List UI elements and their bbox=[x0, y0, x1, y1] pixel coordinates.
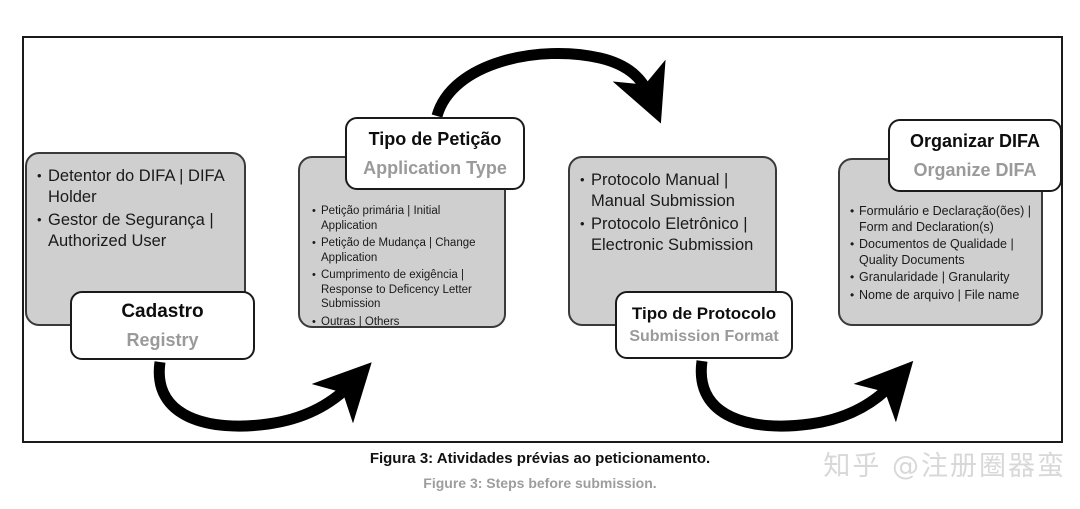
zhihu-watermark: 知乎 @注册圈器蛮 bbox=[823, 451, 1066, 482]
list-item: Formulário e Declaração(ões) | Form and … bbox=[850, 204, 1033, 235]
panel-registry-list: Detentor do DIFA | DIFA Holder Gestor de… bbox=[37, 165, 234, 252]
card-application-type-title-pt: Tipo de Petição bbox=[368, 128, 502, 149]
list-item: Cumprimento de exigência | Response to D… bbox=[312, 268, 494, 312]
card-organize-difa: Organizar DIFA Organize DIFA bbox=[888, 119, 1062, 192]
list-item: Documentos de Qualidade | Quality Docume… bbox=[850, 237, 1033, 268]
figure-caption-pt: Figura 3: Atividades prévias ao peticion… bbox=[369, 450, 711, 467]
list-item: Protocolo Eletrônico | Electronic Submis… bbox=[580, 213, 765, 256]
figure-caption-en: Figure 3: Steps before submission. bbox=[423, 475, 657, 491]
card-submission-format-title-pt: Tipo de Protocolo bbox=[631, 304, 777, 323]
card-submission-format-title-en: Submission Format bbox=[629, 328, 779, 345]
card-organize-difa-title-en: Organize DIFA bbox=[913, 159, 1037, 180]
card-registry-title-en: Registry bbox=[126, 329, 199, 350]
panel-application-type-list: Petição primária | Initial Application P… bbox=[312, 204, 494, 329]
card-registry-title-pt: Cadastro bbox=[121, 300, 204, 322]
card-registry: Cadastro Registry bbox=[70, 291, 255, 360]
list-item: Granularidade | Granularity bbox=[850, 270, 1033, 286]
list-item: Protocolo Manual | Manual Submission bbox=[580, 169, 765, 212]
list-item: Outras | Others bbox=[312, 315, 494, 330]
list-item: Detentor do DIFA | DIFA Holder bbox=[37, 165, 234, 208]
list-item: Petição de Mudança | Change Application bbox=[312, 236, 494, 265]
card-organize-difa-title-pt: Organizar DIFA bbox=[909, 130, 1041, 151]
list-item: Gestor de Segurança | Authorized User bbox=[37, 209, 234, 252]
list-item: Nome de arquivo | File name bbox=[850, 288, 1033, 304]
panel-organize-difa-list: Formulário e Declaração(ões) | Form and … bbox=[850, 204, 1033, 303]
card-application-type-title-en: Application Type bbox=[363, 157, 507, 178]
panel-submission-format-list: Protocolo Manual | Manual Submission Pro… bbox=[580, 169, 765, 256]
list-item: Petição primária | Initial Application bbox=[312, 204, 494, 233]
card-submission-format: Tipo de Protocolo Submission Format bbox=[615, 291, 793, 359]
card-application-type: Tipo de Petição Application Type bbox=[345, 117, 525, 190]
